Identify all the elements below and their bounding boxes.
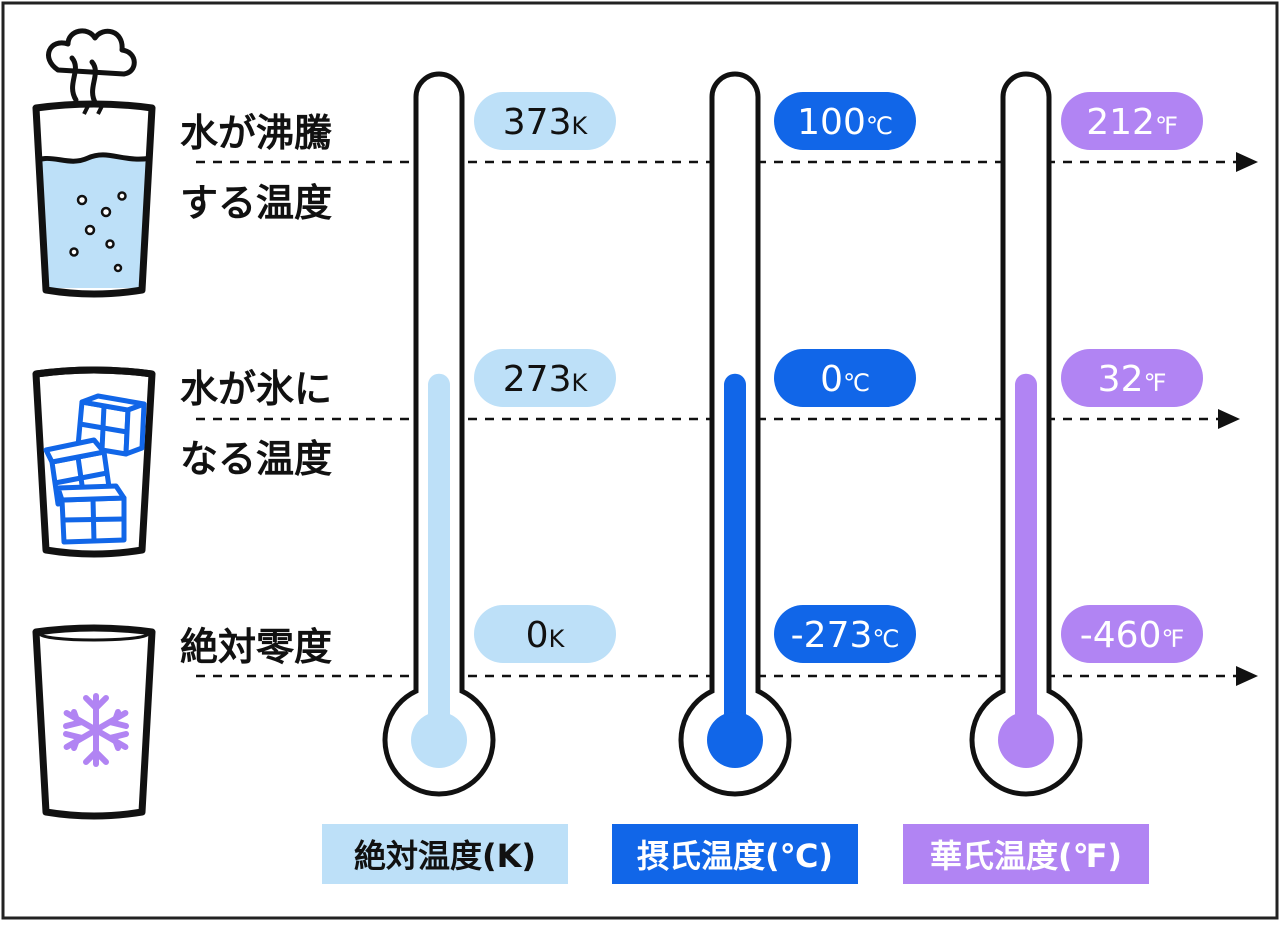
snowflake-glass-icon <box>32 624 156 820</box>
reading-number: 32 <box>1098 359 1144 400</box>
reading-number: 0 <box>820 359 843 400</box>
thermometer-liquid <box>1015 373 1037 740</box>
reading-number: -273 <box>791 615 873 656</box>
reading-unit: K <box>549 625 566 653</box>
reading-badge-fahrenheit: 32℉ <box>1061 349 1203 407</box>
legend-label: 華氏温度(℉) <box>930 837 1122 875</box>
reading-number: 273 <box>503 359 572 400</box>
reading-value: 273K <box>503 359 589 400</box>
label-line: 水が氷に <box>180 367 332 411</box>
badge-pill <box>774 349 916 407</box>
reading-unit: ℃ <box>872 625 899 653</box>
reading-unit: ℉ <box>1161 625 1184 653</box>
reading-value: 373K <box>503 102 589 143</box>
badge-pill <box>474 92 616 150</box>
badge-pill <box>1061 92 1203 150</box>
reading-unit: K <box>571 369 588 397</box>
legend: 絶対温度(K) 摂氏温度(℃) 華氏温度(℉) <box>322 824 1149 884</box>
reading-badge-kelvin: 0K <box>474 605 616 663</box>
reading-unit: ℃ <box>866 112 893 140</box>
reading-unit: ℉ <box>1143 369 1166 397</box>
legend-label: 絶対温度(K) <box>354 837 536 875</box>
thermometer-liquid <box>724 373 746 740</box>
reading-value: -273℃ <box>791 615 900 656</box>
thermometer-liquid <box>428 373 450 740</box>
legend-swatch <box>903 824 1149 884</box>
reading-badge-fahrenheit: -460℉ <box>1061 605 1203 663</box>
legend-celsius: 摂氏温度(℃) <box>612 824 858 884</box>
legend-kelvin: 絶対温度(K) <box>322 824 568 884</box>
thermometer-kelvin <box>382 71 496 797</box>
badge-pill <box>1061 349 1203 407</box>
reading-number: 212 <box>1086 102 1155 143</box>
legend-swatch <box>322 824 568 884</box>
reading-number: 100 <box>797 102 866 143</box>
reading-badge-kelvin: 273K <box>474 349 616 407</box>
label-line: なる温度 <box>180 437 332 481</box>
reading-value: 100℃ <box>797 102 893 143</box>
reading-badge-fahrenheit: 212℉ <box>1061 92 1203 150</box>
snowflake-icon <box>63 693 129 767</box>
reading-value: -460℉ <box>1080 615 1185 656</box>
guide-line-boiling <box>196 152 1258 172</box>
thermometer-bulb <box>707 712 763 768</box>
thermometer-bulb <box>998 712 1054 768</box>
reading-unit: ℃ <box>843 369 870 397</box>
thermometer-bulb <box>411 712 467 768</box>
reading-unit: ℉ <box>1155 112 1178 140</box>
label-line: 水が沸騰 <box>180 111 332 155</box>
label-line: する温度 <box>180 181 332 225</box>
row-label-freezing: 水が氷に なる温度 <box>180 367 332 481</box>
reading-number: 0 <box>526 615 549 656</box>
badge-pill <box>474 349 616 407</box>
row-label-absolute-zero: 絶対零度 <box>180 625 332 669</box>
reading-badge-celsius: 0℃ <box>774 349 916 407</box>
badge-pill <box>1061 605 1203 663</box>
legend-fahrenheit: 華氏温度(℉) <box>903 824 1149 884</box>
reading-value: 212℉ <box>1086 102 1178 143</box>
guide-line-absolute-zero <box>196 666 1258 686</box>
water-fill <box>38 154 150 288</box>
legend-label: 摂氏温度(℃) <box>637 837 833 875</box>
row-label-boiling: 水が沸騰 する温度 <box>180 111 332 225</box>
thermometer-fahrenheit <box>969 71 1083 797</box>
badge-pill <box>774 92 916 150</box>
boiling-water-glass-icon <box>32 28 156 298</box>
reading-number: -460 <box>1080 615 1162 656</box>
reading-value: 32℉ <box>1098 359 1167 400</box>
badge-pill <box>774 605 916 663</box>
reading-unit: K <box>571 112 588 140</box>
reading-badge-kelvin: 373K <box>474 92 616 150</box>
label-line: 絶対零度 <box>180 625 332 669</box>
ice-water-glass-icon <box>32 366 156 558</box>
reading-value: 0K <box>526 615 566 656</box>
badge-pill <box>474 605 616 663</box>
legend-swatch <box>612 824 858 884</box>
reading-badge-celsius: 100℃ <box>774 92 916 150</box>
reading-number: 373 <box>503 102 572 143</box>
reading-badge-celsius: -273℃ <box>774 605 916 663</box>
thermometer-celsius <box>678 71 792 797</box>
reading-value: 0℃ <box>820 359 870 400</box>
